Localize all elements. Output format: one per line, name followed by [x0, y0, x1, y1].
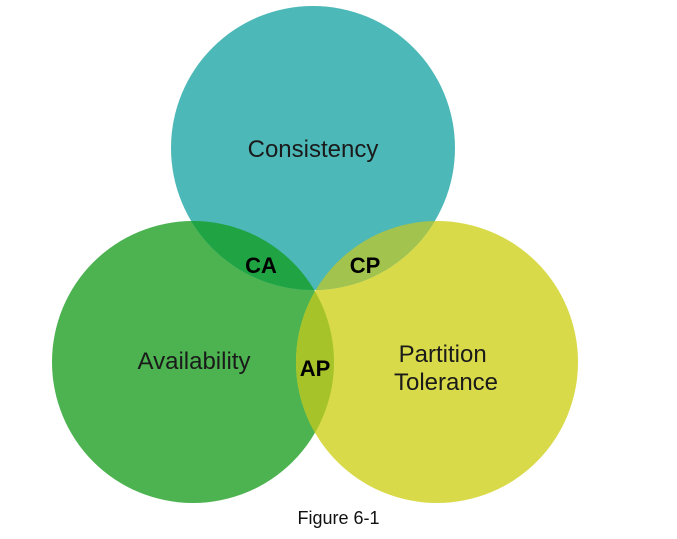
- availability-label: Availability: [138, 348, 251, 375]
- cp-label: CP: [350, 253, 381, 278]
- ca-label: CA: [245, 253, 277, 278]
- consistency-circle: [171, 6, 455, 290]
- partition-tolerance-label-line-2: Tolerance: [394, 369, 498, 396]
- partition-tolerance-label: Partition Tolerance: [394, 341, 498, 396]
- figure-caption: Figure 6-1: [297, 508, 380, 528]
- partition-tolerance-label-line-1: Partition: [399, 341, 487, 368]
- availability-circle: [52, 221, 334, 503]
- partition-tolerance-circle: [296, 221, 578, 503]
- ap-label: AP: [300, 356, 331, 381]
- consistency-label: Consistency: [248, 136, 379, 163]
